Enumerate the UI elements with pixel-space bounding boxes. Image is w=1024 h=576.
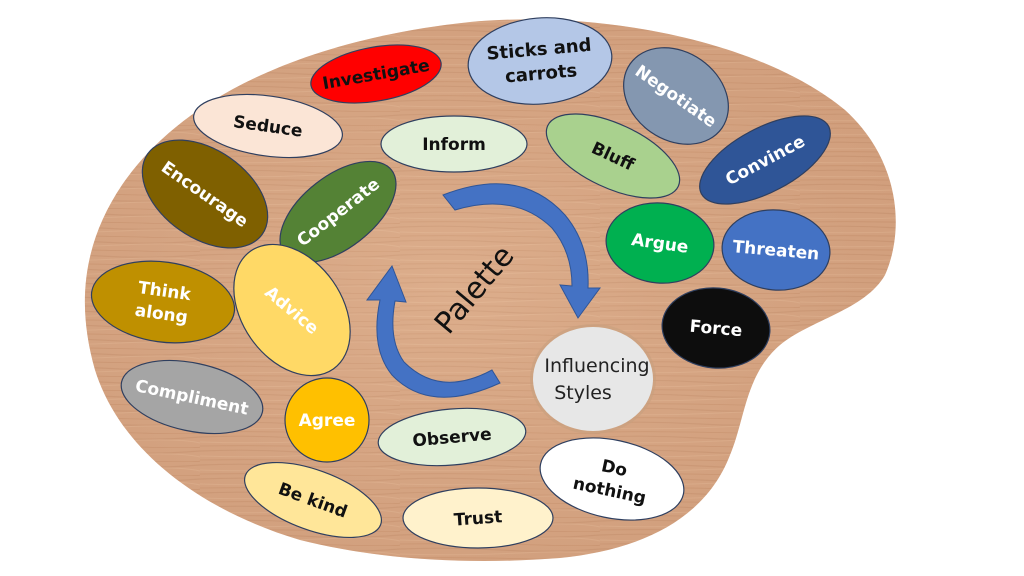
style-negotiate-ellipse (623, 47, 729, 145)
style-sticks-and-carrots-ellipse (467, 17, 613, 105)
style-agree-label: Agree (299, 411, 356, 431)
style-do-nothing-ellipse (539, 437, 685, 521)
style-trust-ellipse (402, 487, 554, 549)
style-inform-ellipse (380, 115, 528, 173)
style-observe: Observe (377, 407, 527, 467)
style-force: Force (661, 287, 771, 369)
style-argue-ellipse (605, 202, 715, 284)
style-agree-ellipse (284, 377, 370, 463)
style-force-label: Force (689, 317, 743, 342)
style-inform: Inform (380, 115, 528, 173)
center-label-line-2: Styles (554, 382, 612, 404)
style-encourage-ellipse (141, 139, 269, 249)
style-agree: Agree (284, 377, 370, 463)
style-compliment: Compliment (120, 359, 264, 435)
style-trust-label: Trust (453, 507, 503, 530)
style-argue: Argue (605, 202, 715, 284)
style-seduce: Seduce (193, 93, 343, 159)
style-advice: Advice (233, 243, 351, 377)
style-threaten: Threaten (721, 209, 831, 291)
center-label-line-1: Influencing (544, 355, 649, 377)
style-bluff-ellipse (545, 113, 681, 199)
style-be-kind-ellipse (243, 461, 383, 539)
style-compliment-ellipse (120, 359, 264, 435)
style-convince-ellipse (699, 115, 831, 205)
style-advice-ellipse (233, 243, 351, 377)
style-investigate: Investigate (310, 44, 442, 104)
style-investigate-ellipse (310, 44, 442, 104)
style-observe-ellipse (377, 407, 527, 467)
influencing-styles-center: Influencing Styles (530, 324, 656, 434)
style-think-along-ellipse (90, 260, 236, 344)
style-bluff: Bluff (545, 113, 681, 199)
style-convince: Convince (699, 115, 831, 205)
style-trust: Trust (402, 487, 554, 549)
style-be-kind: Be kind (243, 461, 383, 539)
arrow-top-right-icon (442, 183, 601, 319)
style-inform-label: Inform (422, 135, 486, 155)
arrow-bottom-left-icon (366, 264, 501, 398)
cycle-arrows (366, 183, 601, 398)
style-force-ellipse (661, 287, 771, 369)
style-encourage: Encourage (141, 139, 269, 249)
style-threaten-ellipse (721, 209, 831, 291)
style-seduce-ellipse (193, 93, 343, 159)
style-negotiate: Negotiate (623, 47, 729, 145)
